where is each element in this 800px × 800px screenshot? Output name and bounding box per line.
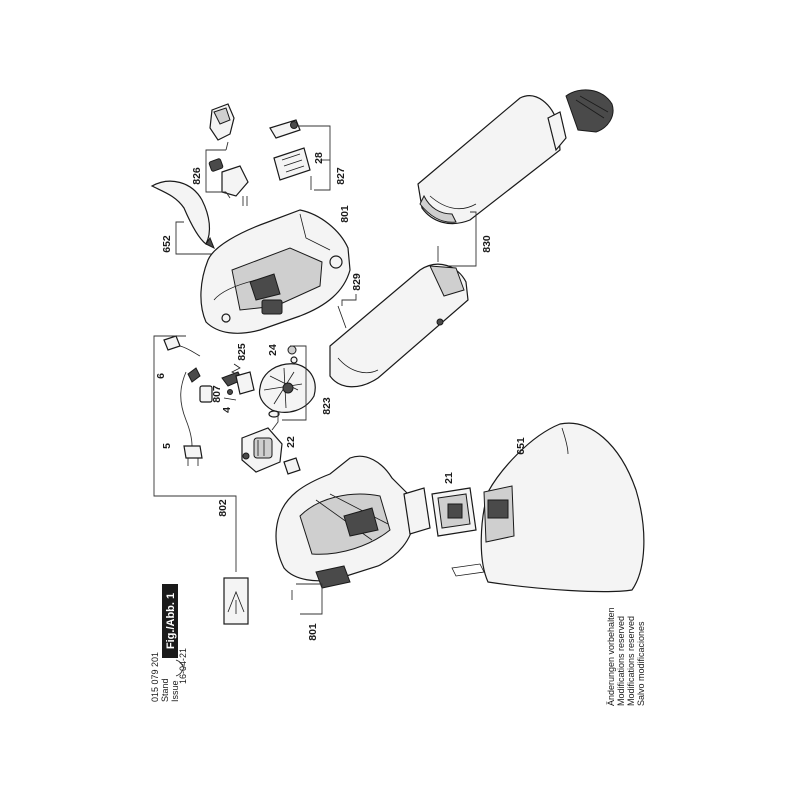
part-826-bracket <box>205 141 231 199</box>
label-807: 807 <box>211 385 223 403</box>
label-651: 651 <box>515 437 527 455</box>
part-28-clip <box>269 119 312 190</box>
part-807-4-cable-parts <box>187 367 237 403</box>
note-line-2: Modifications reserved <box>616 616 626 706</box>
part-827-bracket <box>298 125 331 191</box>
note-line-3: Modifications reserved <box>626 616 636 706</box>
part-801-housing-upper <box>200 209 351 334</box>
part-826-switch-group <box>208 103 249 206</box>
document-meta: 015 079 201 Stand Issue 16-04-21 <box>150 648 188 702</box>
part-5-power-cord <box>180 371 203 466</box>
note-line-4: Salvo modificaciones <box>636 621 646 706</box>
label-825: 825 <box>236 343 248 361</box>
label-24: 24 <box>267 344 279 356</box>
label-28: 28 <box>313 152 325 164</box>
part-652-bracket <box>175 221 212 255</box>
label-801-bottom: 801 <box>307 623 319 641</box>
doc-number: 015 079 201 <box>150 652 160 702</box>
part-21-adapter <box>431 487 477 537</box>
part-801-housing-lower <box>275 455 431 600</box>
stand-label: Stand <box>160 678 170 702</box>
part-24-fan-impeller <box>258 345 316 418</box>
label-827: 827 <box>335 167 347 185</box>
figure-label: Fig./Abb. 1 <box>165 593 177 649</box>
part-labels: 826 28 827 801 652 830 829 825 24 6 807 … <box>155 152 527 641</box>
label-5: 5 <box>161 443 173 449</box>
label-21: 21 <box>443 472 455 484</box>
part-830-upper-tube <box>417 89 614 262</box>
part-829-lower-tube <box>329 263 469 388</box>
note-line-1: Änderungen vorbehalten <box>606 607 616 706</box>
label-823: 823 <box>321 397 333 415</box>
label-829: 829 <box>351 273 363 291</box>
part-6-cable-clamp <box>163 335 201 357</box>
label-826: 826 <box>191 167 203 185</box>
part-825-spring-latch <box>221 363 255 395</box>
label-802: 802 <box>217 499 229 517</box>
part-22-motor <box>241 427 301 475</box>
part-830-bracket <box>444 211 477 267</box>
label-6: 6 <box>155 373 167 379</box>
label-801-top: 801 <box>339 205 351 223</box>
issue-date: 16-04-21 <box>178 648 188 684</box>
part-823-bracket <box>282 345 307 421</box>
part-829-bracket <box>341 294 357 306</box>
label-4: 4 <box>221 407 233 413</box>
issue-label: Issue <box>170 680 180 702</box>
figure-badge: Fig./Abb. 1 <box>162 584 178 658</box>
label-652: 652 <box>161 235 173 253</box>
part-651-collection-bag <box>451 422 645 593</box>
label-830: 830 <box>481 235 493 253</box>
part-22-bracket <box>271 412 279 431</box>
label-22: 22 <box>285 436 297 448</box>
part-802-assembly-bracket <box>153 335 249 625</box>
modification-notes: Änderungen vorbehalten Modifications res… <box>606 607 646 706</box>
part-801-lower-bracket <box>296 583 323 615</box>
